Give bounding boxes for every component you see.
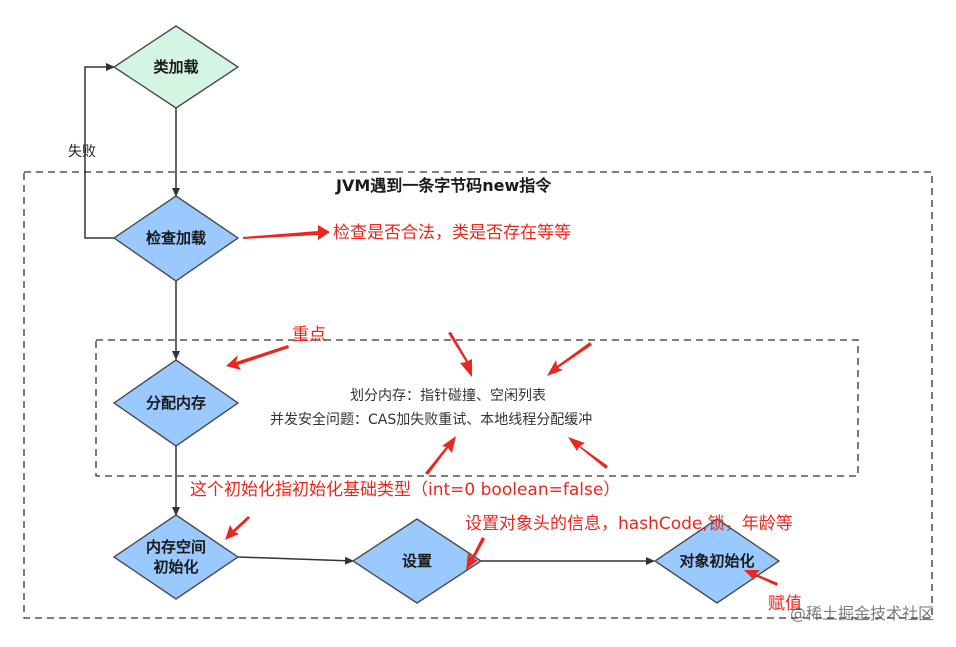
class-load-label: 类加载 bbox=[153, 58, 199, 76]
class-load-diamond bbox=[112, 25, 240, 109]
annotation-assign: 赋值 bbox=[768, 594, 802, 614]
red-arrow-alloc-1 bbox=[448, 332, 472, 377]
annotation-key: 重点 bbox=[292, 325, 326, 345]
obj-init-label: 对象初始化 bbox=[679, 552, 755, 570]
annotation-check: 检查是否合法，类是否存在等等 bbox=[333, 223, 571, 243]
outer-dashed-frame bbox=[23, 171, 933, 619]
connector-fail-loop bbox=[84, 63, 115, 239]
check-load-label: 检查加载 bbox=[145, 229, 206, 247]
red-arrow-key bbox=[226, 345, 289, 370]
watermark: @稀土掘金技术社区 bbox=[790, 604, 935, 623]
init-zero-label-line1: 内存空间 bbox=[145, 538, 206, 556]
red-annotation-arrows bbox=[225, 225, 778, 586]
check-load-diamond bbox=[112, 195, 240, 282]
outer-frame-title: JVM遇到一条字节码new指令 bbox=[336, 176, 552, 195]
init-zero-label-line2: 初始化 bbox=[153, 558, 199, 576]
connector-init-to-setup bbox=[237, 556, 354, 565]
allocate-diamond bbox=[112, 359, 240, 447]
fail-label: 失败 bbox=[68, 144, 96, 160]
setup-label: 设置 bbox=[401, 552, 432, 570]
init-zero-diamond bbox=[112, 514, 240, 600]
red-arrow-assign bbox=[744, 570, 778, 586]
red-arrow-init bbox=[225, 516, 250, 540]
setup-diamond bbox=[351, 518, 483, 604]
red-arrow-check bbox=[243, 225, 330, 240]
annotation-setup: 设置对象头的信息，hashCode,锁，年龄等 bbox=[465, 514, 793, 534]
inner-dashed-frame bbox=[95, 339, 859, 477]
alloc-detail-line1: 划分内存：指针碰撞、空闲列表 bbox=[350, 388, 546, 404]
red-arrow-setup bbox=[466, 537, 485, 570]
obj-init-diamond bbox=[653, 518, 781, 604]
allocate-label: 分配内存 bbox=[145, 394, 206, 412]
alloc-detail-line2: 并发安全问题：CAS加失败重试、本地线程分配缓冲 bbox=[270, 412, 593, 428]
annotation-init-zero: 这个初始化指初始化基础类型（int=0 boolean=false） bbox=[190, 480, 621, 500]
red-arrow-alloc-4 bbox=[568, 437, 608, 469]
red-arrow-alloc-3 bbox=[425, 436, 456, 475]
red-arrow-alloc-2 bbox=[547, 342, 592, 376]
